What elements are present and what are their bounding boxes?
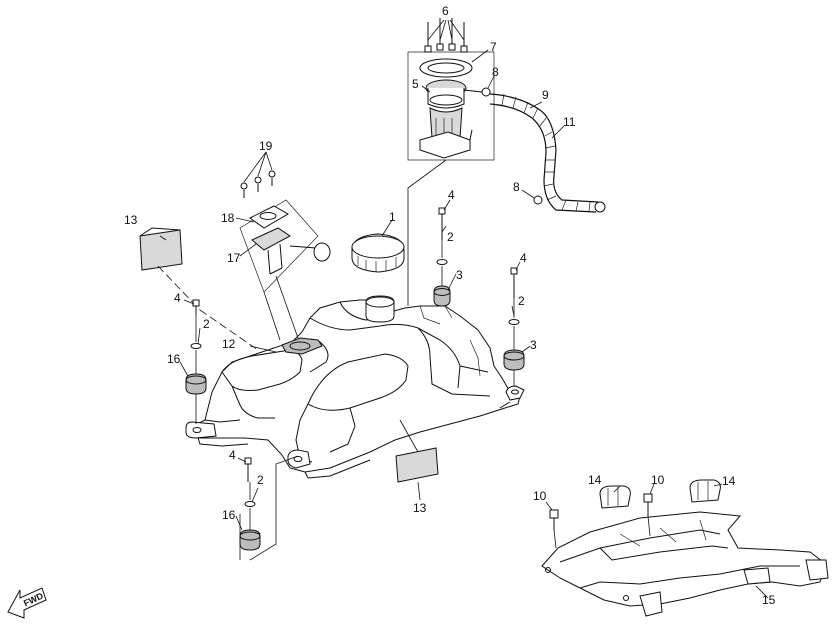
mount-stack-center [433,207,451,307]
callout-14: 14 [722,474,736,488]
callout-7: 7 [490,40,497,54]
callout-2: 2 [203,317,210,331]
callout-19: 19 [259,139,273,153]
callout-11: 11 [563,115,576,129]
callout-5: 5 [412,77,419,91]
mount-stack-left-rear [185,299,207,424]
forward-arrow-icon: FWD [7,587,47,619]
shield-clip-left [599,485,631,509]
mount-stack-right [503,267,525,386]
callout-16: 16 [222,508,236,522]
heat-shield [541,511,829,617]
callout-2: 2 [447,230,454,244]
mount-stack-left-front [239,455,299,561]
callout-18: 18 [221,211,235,225]
fuel-level-sensor [239,170,331,341]
callout-13: 13 [413,501,427,515]
fuel-tank [185,295,525,479]
callout-1: 1 [389,210,396,224]
fuel-pump-assembly [407,18,495,306]
callout-2: 2 [257,473,264,487]
callout-12: 12 [222,337,236,351]
callout-9: 9 [542,88,549,102]
callout-15: 15 [762,593,776,607]
callout-14: 14 [588,473,602,487]
callout-4: 4 [520,251,527,265]
callout-10: 10 [533,489,547,503]
callout-3: 3 [530,338,537,352]
callout-13: 13 [124,213,138,227]
fuel-cap [351,233,405,273]
pump-screws [424,18,468,53]
callout-10: 10 [651,473,665,487]
callout-4: 4 [448,188,455,202]
shield-bolt-left [549,509,559,549]
callout-2: 2 [518,294,525,308]
foam-pad-left [139,227,259,351]
fuel-hose [481,87,606,213]
callout-6: 6 [442,4,449,18]
callout-8: 8 [513,180,520,194]
callout-17: 17 [227,251,241,265]
callout-4: 4 [174,291,181,305]
callout-3: 3 [456,268,463,282]
shield-bolt-right [643,493,653,537]
foam-pad-right [395,419,439,483]
shield-clip-right [689,479,721,503]
callout-labels: 1 2 2 2 2 3 3 4 4 4 4 5 6 7 8 8 9 10 10 … [124,4,776,607]
callout-8: 8 [492,65,499,79]
leader-lines [159,19,769,599]
callout-4: 4 [229,448,236,462]
callout-16: 16 [167,352,181,366]
